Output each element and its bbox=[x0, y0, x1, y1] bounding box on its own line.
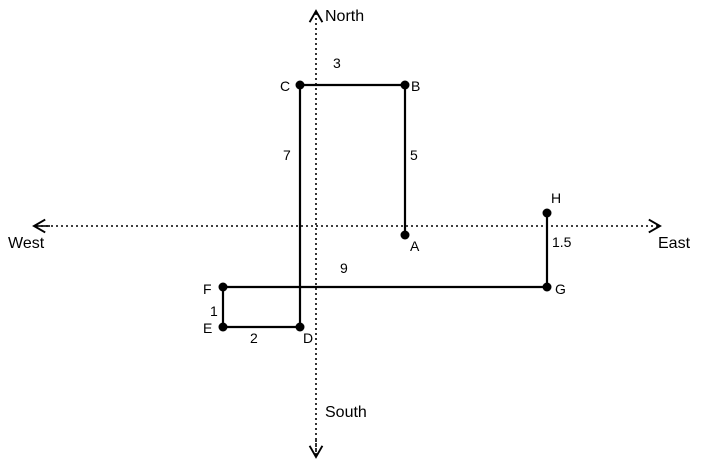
segment-bc-length: 3 bbox=[333, 55, 341, 71]
point-d bbox=[295, 322, 305, 332]
south-label: South bbox=[325, 404, 367, 421]
east-label: East bbox=[658, 235, 691, 252]
north-label: North bbox=[325, 8, 365, 25]
segment-cd-length: 7 bbox=[283, 147, 291, 163]
point-c-label: C bbox=[280, 78, 291, 94]
segment-fg-length: 9 bbox=[340, 260, 348, 276]
point-b-label: B bbox=[411, 78, 421, 94]
west-label: West bbox=[8, 235, 45, 252]
point-b bbox=[400, 80, 410, 90]
point-g-label: G bbox=[555, 281, 566, 297]
point-a bbox=[400, 230, 410, 240]
point-e-label: E bbox=[203, 320, 213, 336]
point-f bbox=[218, 282, 228, 292]
segment-de-length: 2 bbox=[250, 330, 258, 346]
point-h-label: H bbox=[551, 190, 562, 206]
segment-ab-length: 5 bbox=[410, 147, 418, 163]
point-d-label: D bbox=[303, 330, 314, 346]
point-g bbox=[542, 282, 552, 292]
point-f-label: F bbox=[203, 281, 212, 297]
segment-ef-length: 1 bbox=[210, 303, 218, 319]
walk-path bbox=[221, 83, 549, 329]
point-e bbox=[218, 322, 228, 332]
segment-gh-length: 1.5 bbox=[552, 234, 572, 250]
point-c bbox=[295, 80, 305, 90]
point-a-label: A bbox=[410, 238, 420, 254]
point-h bbox=[542, 208, 552, 218]
